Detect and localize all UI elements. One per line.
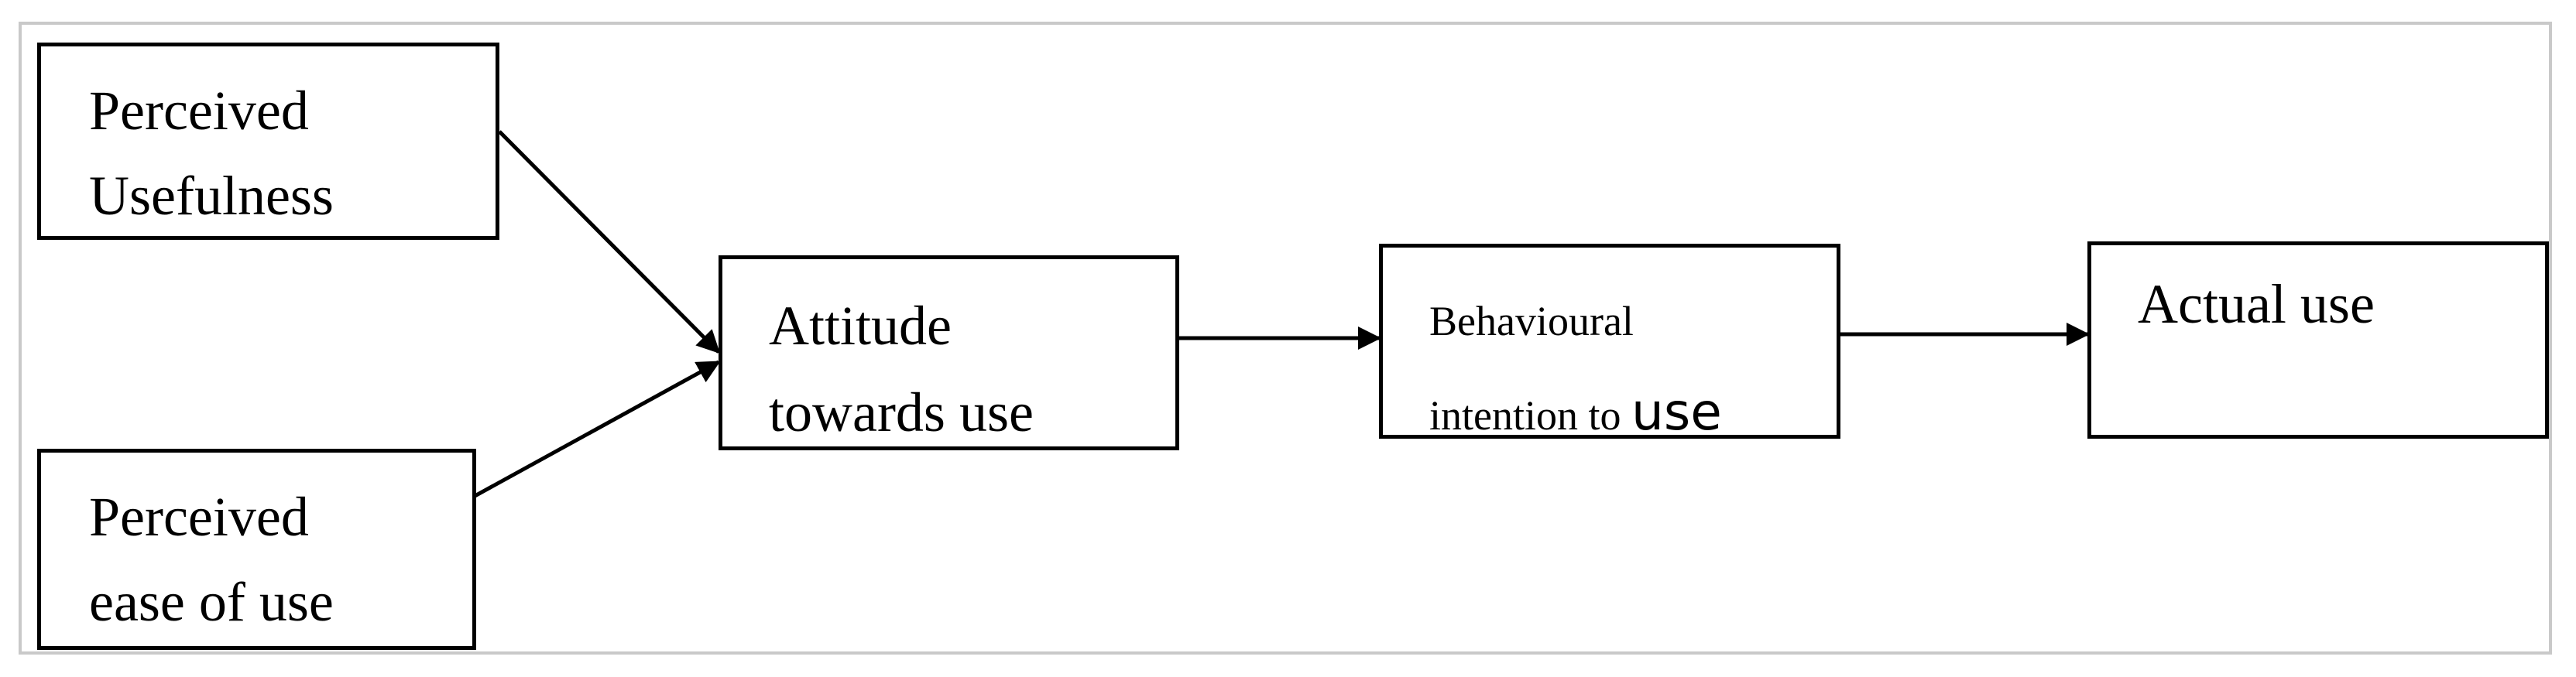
node-actual-use-label: Actual use [2138,273,2375,335]
node-perceived-usefulness: Perceived Usefulness [37,43,499,240]
node-perceived-ease-of-use-label: Perceived ease of use [89,474,334,645]
node-perceived-usefulness-label: Perceived Usefulness [89,68,334,238]
node-behavioural-intention-to-use: Behavioural intention to use [1379,244,1840,442]
node-perceived-usefulness-line2: Usefulness [89,165,334,227]
edge-usefulness-to-attitude [498,130,721,354]
node-attitude-towards-use-label: Attitude towards use [769,282,1034,456]
node-behavioural-intention-line2-text: intention to [1429,392,1631,439]
node-perceived-ease-of-use: Perceived ease of use [37,449,476,650]
node-attitude-towards-use: Attitude towards use [719,255,1179,450]
node-actual-use-line1: Actual use [2138,273,2375,335]
node-attitude-towards-use-line2: towards use [769,381,1034,443]
edge-ease-to-attitude [468,360,721,501]
node-attitude-towards-use-line1: Attitude [769,295,952,357]
node-perceived-ease-of-use-line2: ease of use [89,571,334,633]
node-behavioural-intention-line2-use: use [1631,382,1722,442]
node-behavioural-intention-line2: intention to use [1429,367,1722,461]
node-behavioural-intention-line1: Behavioural [1429,298,1634,344]
node-perceived-usefulness-line1: Perceived [89,80,309,142]
node-behavioural-intention-label: Behavioural intention to use [1429,275,1722,461]
node-actual-use: Actual use [2087,241,2549,439]
node-perceived-ease-of-use-line1: Perceived [89,486,309,548]
